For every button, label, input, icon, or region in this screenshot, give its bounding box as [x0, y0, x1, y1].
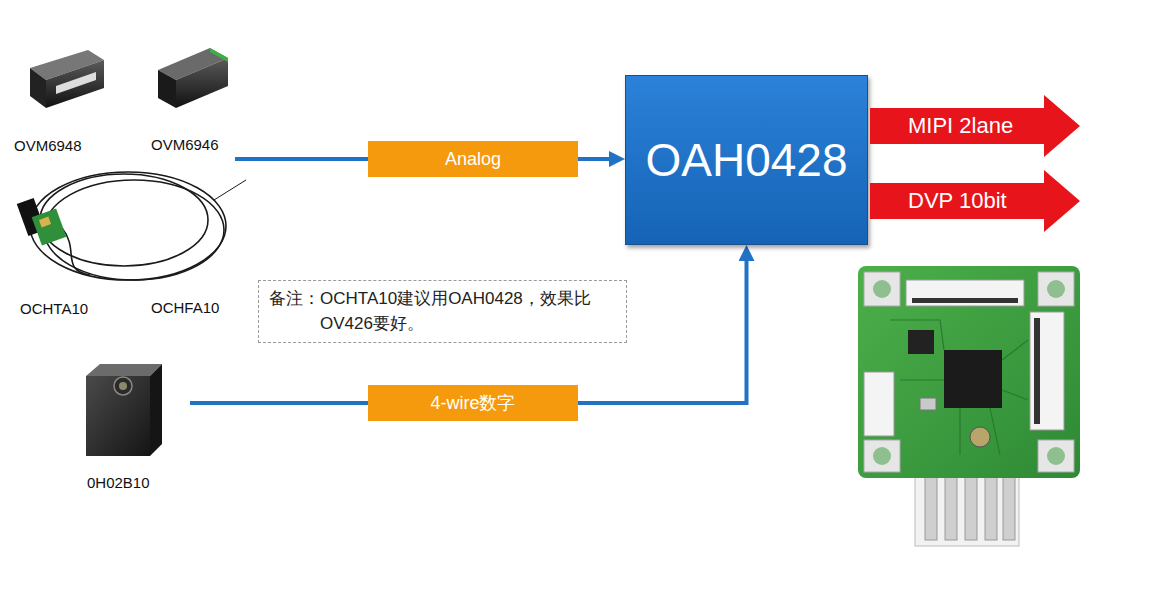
- node-text: MIPI 2lane: [908, 113, 1013, 139]
- signal-connector: [578, 157, 615, 161]
- oh02b10-camera: [86, 364, 162, 456]
- processor-box: OAH0428: [625, 75, 868, 245]
- node-text: Analog: [445, 149, 501, 170]
- ochta10-cable: [30, 172, 246, 280]
- oah0428-board: [858, 266, 1080, 546]
- part-name: 0H02B10: [87, 474, 150, 491]
- output-arrow: DVP 10bit: [870, 170, 1080, 232]
- digital-feed-line: [190, 401, 370, 405]
- arrow-fill: [870, 95, 1080, 157]
- node-text: DVP 10bit: [908, 188, 1007, 214]
- ochta10-board: [17, 198, 67, 246]
- node-text: 备注：OCHTA10建议用OAH0428，效果比OV426要好。: [269, 287, 616, 336]
- part-name: OCHTA10: [20, 300, 88, 317]
- part-name: OVM6948: [14, 137, 82, 154]
- output-arrow: MIPI 2lane: [870, 95, 1080, 157]
- part-name: OCHFA10: [151, 299, 219, 316]
- arrow-fill: [870, 170, 1080, 232]
- ovm6948-module: [30, 50, 104, 108]
- signal-box: Analog: [368, 141, 578, 177]
- signal-box: 4-wire数字: [368, 385, 578, 421]
- node-text: OAH0428: [645, 133, 847, 187]
- part-name: OVM6946: [151, 136, 219, 153]
- ovm6946-module: [158, 48, 228, 108]
- note-box: 备注：OCHTA10建议用OAH0428，效果比OV426要好。: [258, 280, 627, 343]
- node-text: 4-wire数字: [430, 391, 515, 415]
- analog-feed-line: [235, 157, 370, 161]
